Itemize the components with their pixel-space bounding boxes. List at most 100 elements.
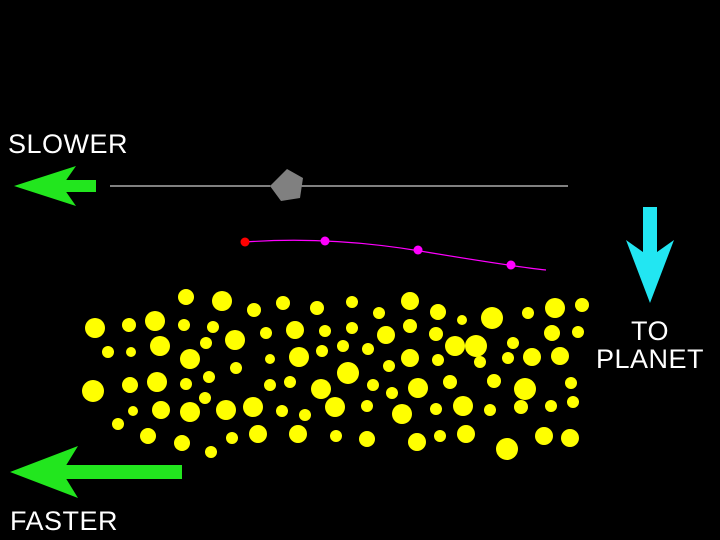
ring-particle xyxy=(200,337,212,349)
ring-particle xyxy=(565,377,577,389)
ring-particle xyxy=(276,405,288,417)
ring-particle xyxy=(487,374,501,388)
ring-particle xyxy=(316,345,328,357)
ring-particle xyxy=(337,362,359,384)
ring-particle xyxy=(310,301,324,315)
ring-particle xyxy=(330,430,342,442)
ring-particle xyxy=(145,311,165,331)
ring-particle xyxy=(230,362,242,374)
track-point xyxy=(414,246,423,255)
ring-particle xyxy=(362,343,374,355)
ring-particle xyxy=(445,336,465,356)
ring-particle xyxy=(122,318,136,332)
ring-particle xyxy=(122,377,138,393)
ring-particle xyxy=(392,404,412,424)
ring-particle xyxy=(430,304,446,320)
ring-particle xyxy=(346,322,358,334)
ring-particle xyxy=(523,348,541,366)
ring-particle xyxy=(522,307,534,319)
ring-particle xyxy=(514,378,536,400)
ring-particle xyxy=(496,438,518,460)
ring-particle xyxy=(152,401,170,419)
ring-particle xyxy=(325,397,345,417)
ring-particle xyxy=(319,325,331,337)
ring-particle xyxy=(443,375,457,389)
ring-particle xyxy=(544,325,560,341)
slower-arrow-left-icon xyxy=(14,166,96,206)
ring-particle xyxy=(481,307,503,329)
ring-particle xyxy=(401,349,419,367)
ring-particle xyxy=(535,427,553,445)
ring-particle xyxy=(377,326,395,344)
ring-particle xyxy=(408,433,426,451)
ring-particle xyxy=(514,400,528,414)
ring-particle xyxy=(346,296,358,308)
ring-particle xyxy=(286,321,304,339)
ring-particle xyxy=(373,307,385,319)
ring-particle xyxy=(205,446,217,458)
ring-particle xyxy=(289,425,307,443)
ring-particle xyxy=(126,347,136,357)
ring-particle xyxy=(383,360,395,372)
moonlet-pentagon-icon xyxy=(270,169,303,201)
ring-particle xyxy=(401,292,419,310)
ring-particle xyxy=(545,400,557,412)
ring-particle xyxy=(178,289,194,305)
slower-label: SLOWER xyxy=(8,130,128,158)
ring-particle xyxy=(112,418,124,430)
ring-particle xyxy=(430,403,442,415)
ring-particle xyxy=(507,337,519,349)
ring-particle xyxy=(150,336,170,356)
ring-particle xyxy=(140,428,156,444)
ring-particle xyxy=(567,396,579,408)
ring-particle xyxy=(212,291,232,311)
ring-particle xyxy=(260,327,272,339)
track-point xyxy=(321,237,330,246)
ring-particle xyxy=(180,378,192,390)
planet-arrow-down-icon xyxy=(626,207,674,303)
ring-particle xyxy=(207,321,219,333)
to-planet-label-line2: PLANET xyxy=(596,345,704,373)
faster-label: FASTER xyxy=(10,507,118,535)
ring-particle xyxy=(545,298,565,318)
ring-particle xyxy=(180,349,200,369)
ring-particle xyxy=(226,432,238,444)
ring-particle xyxy=(386,387,398,399)
ring-particle xyxy=(249,425,267,443)
ring-particle xyxy=(561,429,579,447)
ring-particle xyxy=(429,327,443,341)
faster-arrow-left-icon xyxy=(10,446,182,498)
ring-particle xyxy=(243,397,263,417)
track-start-point xyxy=(241,238,250,247)
ring-particle xyxy=(178,319,190,331)
ring-particle xyxy=(502,352,514,364)
ring-particle xyxy=(289,347,309,367)
ring-particle xyxy=(299,409,311,421)
ring-particle xyxy=(551,347,569,365)
ring-particle xyxy=(82,380,104,402)
ring-particle xyxy=(264,379,276,391)
ring-particle xyxy=(484,404,496,416)
to-planet-label: TO PLANET xyxy=(596,317,704,373)
ring-particle xyxy=(102,346,114,358)
ring-particle xyxy=(180,402,200,422)
to-planet-label-line1: TO xyxy=(596,317,704,345)
ring-particle xyxy=(225,330,245,350)
ring-particle xyxy=(265,354,275,364)
ring-particle xyxy=(147,372,167,392)
ring-particle xyxy=(337,340,349,352)
ring-particle xyxy=(403,319,417,333)
ring-particle xyxy=(457,315,467,325)
ring-particle xyxy=(474,356,486,368)
ring-particle xyxy=(247,303,261,317)
ring-particle xyxy=(284,376,296,388)
ring-particle xyxy=(311,379,331,399)
ring-particle xyxy=(434,430,446,442)
ring-particle xyxy=(432,354,444,366)
ring-particle xyxy=(408,378,428,398)
ring-particles xyxy=(82,289,589,460)
ring-particle xyxy=(359,431,375,447)
ring-particle xyxy=(128,406,138,416)
